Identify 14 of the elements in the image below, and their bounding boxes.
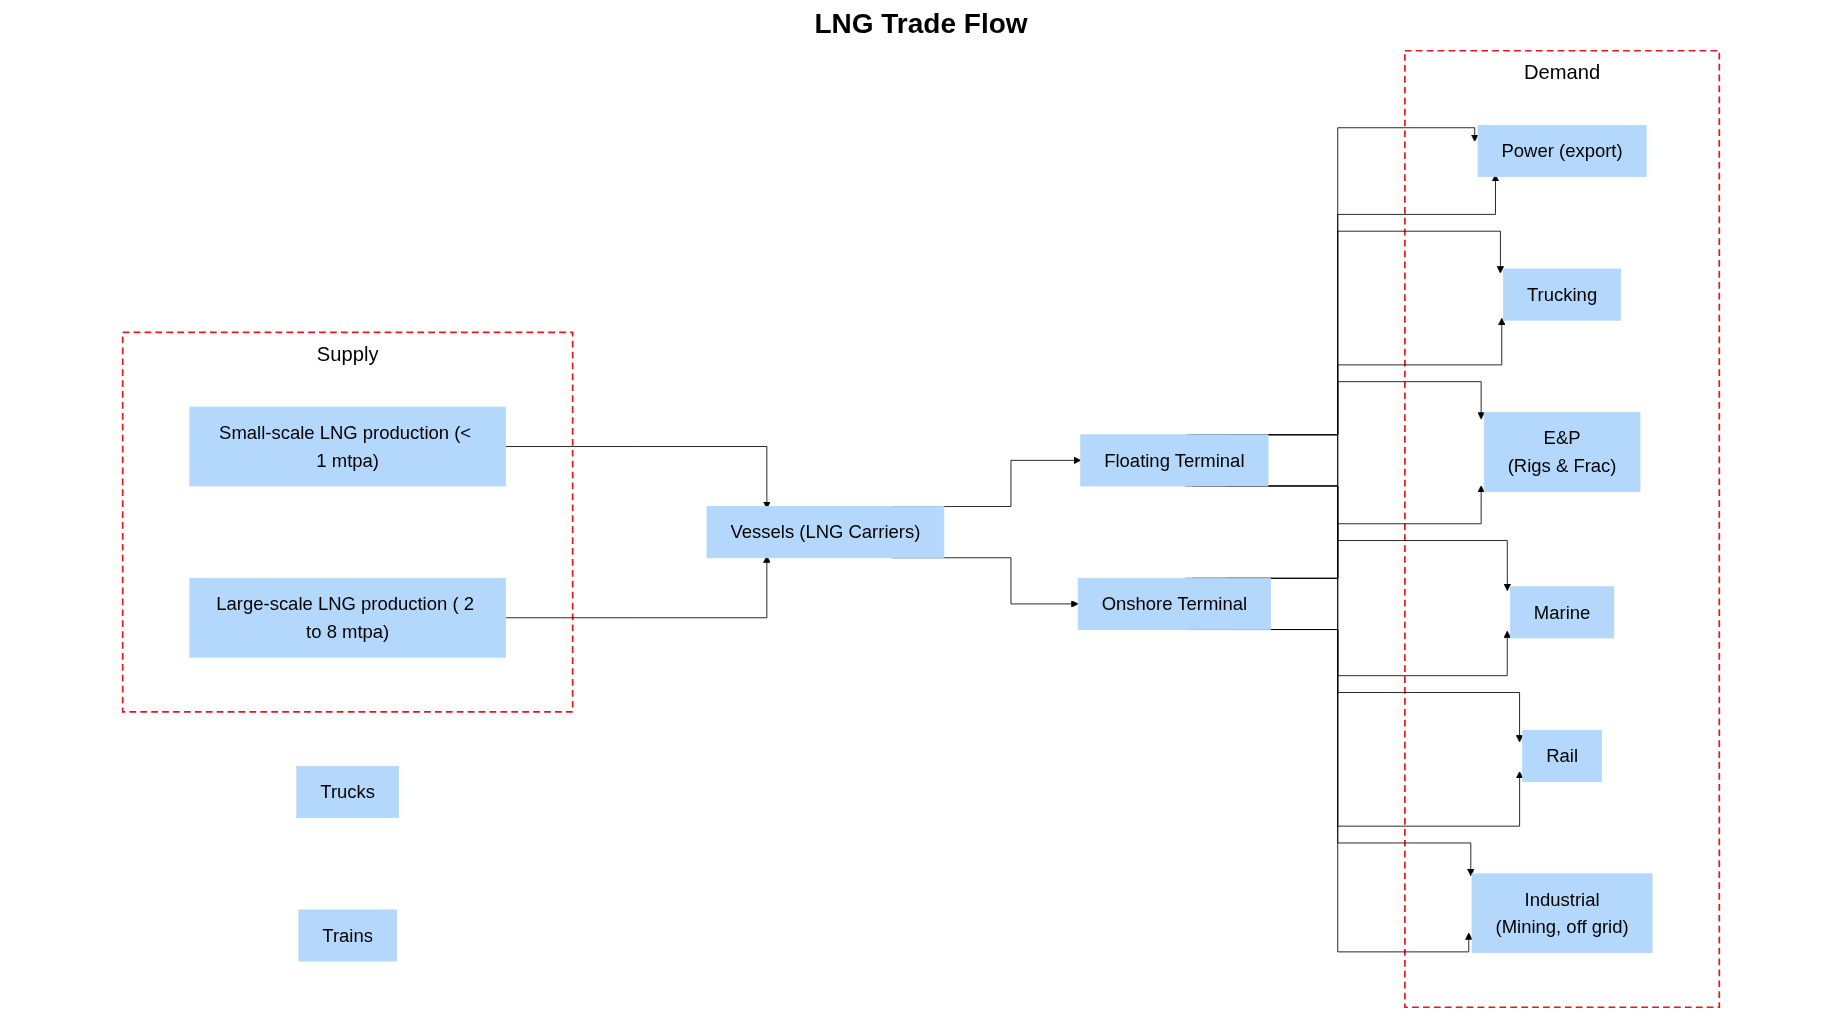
node-box: Trains — [298, 909, 397, 962]
node-box: Large-scale LNG production ( 2 to 8 mtpa) — [189, 577, 506, 658]
node-box: Small-scale LNG production (< 1 mtpa) — [189, 406, 506, 487]
node-box: Industrial (Mining, off grid) — [1471, 873, 1653, 954]
node-box: Trucks — [296, 765, 399, 818]
node-box: Marine — [1509, 586, 1615, 639]
node-box: Vessels (LNG Carriers) — [706, 506, 945, 559]
node-box: E&P (Rigs & Frac) — [1483, 412, 1641, 492]
node-box: Rail — [1522, 729, 1602, 782]
node-box: Floating Terminal — [1080, 434, 1269, 487]
node-box: Trucking — [1503, 268, 1622, 321]
diagram-title: LNG Trade Flow — [813, 8, 1029, 40]
node-box: Power (export) — [1477, 125, 1647, 178]
node-box: Onshore Terminal — [1077, 577, 1271, 630]
